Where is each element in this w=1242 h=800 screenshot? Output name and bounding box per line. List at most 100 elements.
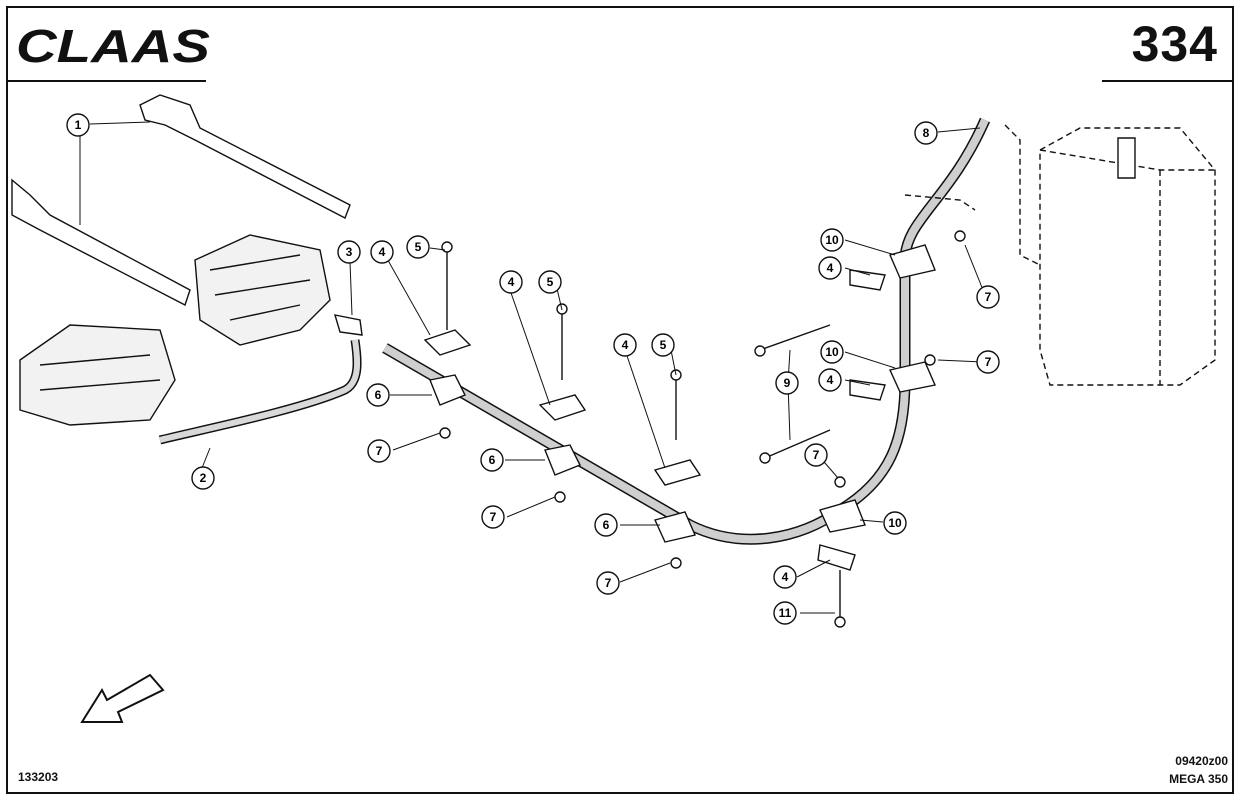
callout-circle	[367, 439, 391, 463]
header-rule-right	[1102, 80, 1234, 82]
callout-circle	[613, 333, 637, 357]
callout-circle	[191, 466, 215, 490]
callout-circle	[976, 285, 1000, 309]
clamp-set-3	[653, 459, 702, 543]
callout-5: 5	[538, 270, 562, 294]
callout-label: 4	[827, 373, 834, 387]
callout-label: 4	[379, 245, 386, 259]
clamp-set-1	[423, 329, 472, 406]
callout-label: 2	[200, 471, 207, 485]
page-number: 334	[1131, 16, 1218, 72]
callout-7: 7	[367, 439, 391, 463]
bolts	[441, 241, 846, 628]
callout-10: 10	[820, 228, 844, 252]
direction-arrow	[80, 673, 165, 723]
callout-4: 4	[370, 240, 394, 264]
callout-label: 6	[375, 388, 382, 402]
callout-circle	[775, 371, 799, 395]
callout-label: 7	[813, 448, 820, 462]
diagram-id: 133203	[18, 770, 59, 784]
callout-circle	[883, 511, 907, 535]
callout-circle	[406, 235, 430, 259]
callout-label: 5	[547, 275, 554, 289]
callout-circle	[337, 240, 361, 264]
callout-circle	[651, 333, 675, 357]
bracket-lower	[11, 178, 191, 306]
callout-3: 3	[337, 240, 361, 264]
callout-9: 9	[775, 371, 799, 395]
tank-filler	[1117, 137, 1136, 179]
callout-6: 6	[366, 383, 390, 407]
callout-4: 4	[818, 368, 842, 392]
callout-circle	[914, 121, 938, 145]
callout-circle	[804, 443, 828, 467]
drawing-number: 09420z00	[1175, 754, 1228, 768]
callout-label: 7	[605, 576, 612, 590]
callout-circle	[594, 513, 618, 537]
callout-label: 10	[825, 345, 839, 359]
callout-circle	[818, 256, 842, 280]
callout-label: 5	[415, 240, 422, 254]
model-name: MEGA 350	[1169, 772, 1228, 786]
callout-group: 1 2 3 4 5 6 4 5 7 6 7 4 5 6 7 8 10 4 7 9 10 4 7 7 10 4 11	[66, 113, 1000, 625]
callout-label: 3	[346, 245, 353, 259]
callout-label: 8	[923, 126, 930, 140]
callout-circle	[820, 228, 844, 252]
clamp-set-right	[817, 244, 936, 571]
callout-label: 10	[825, 233, 839, 247]
callout-label: 4	[782, 570, 789, 584]
callout-7: 7	[976, 285, 1000, 309]
callout-7: 7	[481, 505, 505, 529]
callout-circle	[481, 505, 505, 529]
callout-4: 4	[613, 333, 637, 357]
callout-2: 2	[191, 466, 215, 490]
callout-circle	[976, 350, 1000, 374]
callout-4: 4	[773, 565, 797, 589]
callout-5: 5	[651, 333, 675, 357]
clamp-set-2	[538, 394, 587, 476]
callout-1: 1	[66, 113, 90, 137]
callout-label: 6	[603, 518, 610, 532]
callout-circle	[818, 368, 842, 392]
callout-label: 4	[508, 275, 515, 289]
callout-label: 7	[985, 355, 992, 369]
callout-10: 10	[883, 511, 907, 535]
callout-4: 4	[499, 270, 523, 294]
callout-11: 11	[773, 601, 797, 625]
hose-short	[158, 339, 362, 445]
callout-label: 7	[985, 290, 992, 304]
callout-circle	[499, 270, 523, 294]
callout-circle	[538, 270, 562, 294]
callout-4: 4	[818, 256, 842, 280]
callout-label: 9	[784, 376, 791, 390]
nuts	[439, 230, 966, 569]
callout-circle	[480, 448, 504, 472]
callout-7: 7	[804, 443, 828, 467]
callout-6: 6	[480, 448, 504, 472]
valve-block-lower	[19, 324, 176, 426]
callout-label: 6	[489, 453, 496, 467]
callout-label: 5	[660, 338, 667, 352]
callout-circle	[820, 340, 844, 364]
callout-circle	[366, 383, 390, 407]
callout-label: 7	[490, 510, 497, 524]
callout-7: 7	[596, 571, 620, 595]
bracket-upper	[139, 94, 351, 219]
callout-circle	[773, 565, 797, 589]
callout-circle	[370, 240, 394, 264]
claas-logo: CLAAS	[16, 20, 210, 70]
callout-label: 10	[888, 516, 902, 530]
callout-10: 10	[820, 340, 844, 364]
brand-text: CLAAS	[16, 20, 210, 70]
leader-lines	[79, 121, 984, 614]
callout-6: 6	[594, 513, 618, 537]
callout-circle	[773, 601, 797, 625]
valve-block-upper	[194, 234, 331, 346]
callout-label: 4	[622, 338, 629, 352]
callout-label: 1	[75, 118, 82, 132]
header-rule-left	[6, 80, 206, 82]
callout-circle	[66, 113, 90, 137]
callout-label: 4	[827, 261, 834, 275]
fitting-elbow	[334, 314, 363, 336]
